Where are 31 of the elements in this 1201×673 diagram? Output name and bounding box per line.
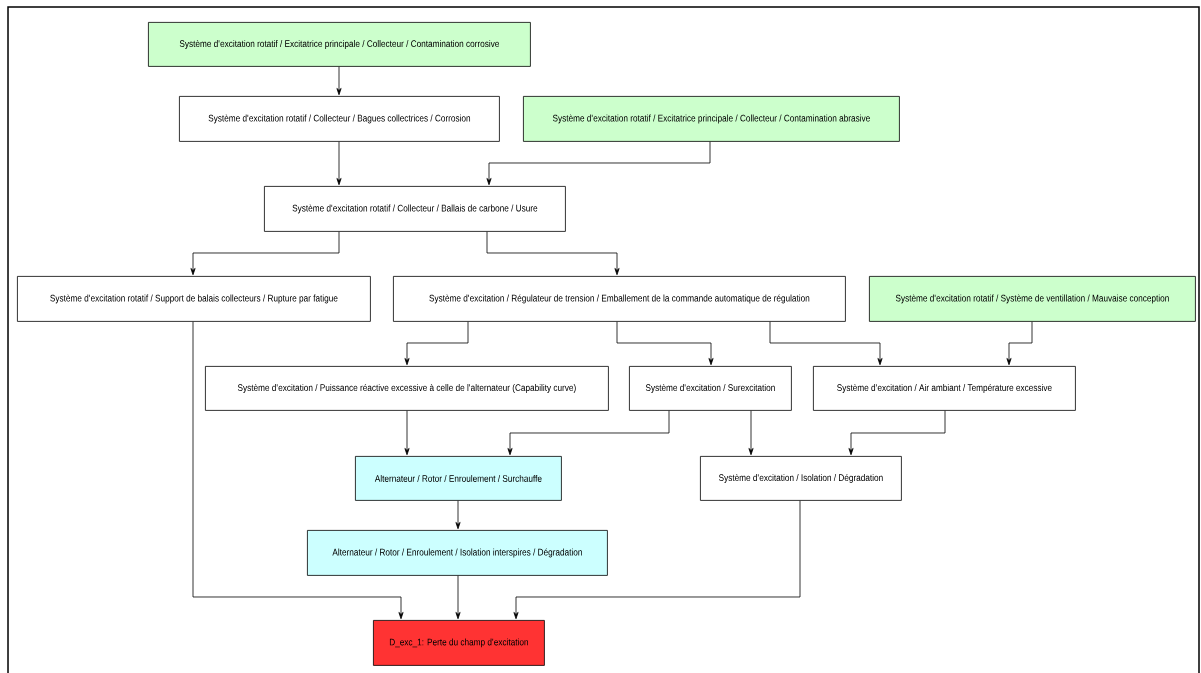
- event-box: Système d'excitation / Puissance réactive excessive à celle de l'alternateur (Capability curve): [205, 366, 609, 411]
- arrow: [336, 66, 342, 96]
- arrow: [748, 410, 754, 456]
- arrow: [404, 410, 410, 456]
- arrow: [190, 231, 340, 276]
- event-box: Alternateur / Rotor / Enroulement / Surchauffe: [355, 456, 562, 501]
- event-box: Système d'excitation / Surexcitation: [629, 366, 792, 411]
- arrow: [192, 321, 404, 620]
- event-box: Système d'excitation rotatif / Collecteur / Bagues collectrices / Corrosion: [179, 96, 500, 142]
- event-box: Système d'excitation rotatif / Support de balais collecteurs / Rupture par fatigue: [17, 276, 371, 322]
- arrow: [455, 500, 461, 530]
- event-box: Alternateur / Rotor / Enroulement / Isolation interspires / Dégradation: [307, 530, 608, 576]
- arrow: [455, 575, 461, 620]
- arrow: [486, 141, 711, 186]
- arrow: [616, 321, 714, 366]
- cause-box: Système d'excitation rotatif / Excitatrice principale / Collecteur / Contamination abrasive: [523, 96, 900, 142]
- arrow: [848, 410, 946, 456]
- arrow: [507, 410, 670, 456]
- cause-box: Système d'excitation rotatif / Excitatrice principale / Collecteur / Contamination corrosive: [148, 22, 531, 67]
- event-box: Système d'excitation rotatif / Collecteur / Ballais de carbone / Usure: [264, 186, 566, 232]
- arrow: [769, 321, 883, 366]
- event-box: Système d'excitation / Isolation / Dégradation: [700, 456, 902, 501]
- cause-box: Système d'excitation rotatif / Système de ventillation / Mauvaise conception: [869, 276, 1196, 322]
- arrow: [513, 500, 801, 620]
- arrow: [486, 231, 620, 276]
- event-box: Système d'excitation / Régulateur de trension / Emballement de la commande automatique de régulation: [393, 276, 846, 322]
- top-event-box: D_exc_1: Perte du champ d'excitation: [373, 620, 545, 666]
- arrow: [404, 321, 469, 366]
- arrow: [1006, 321, 1033, 366]
- arrow: [336, 141, 342, 186]
- event-box: Système d'excitation / Air ambiant / Température excessive: [813, 366, 1076, 411]
